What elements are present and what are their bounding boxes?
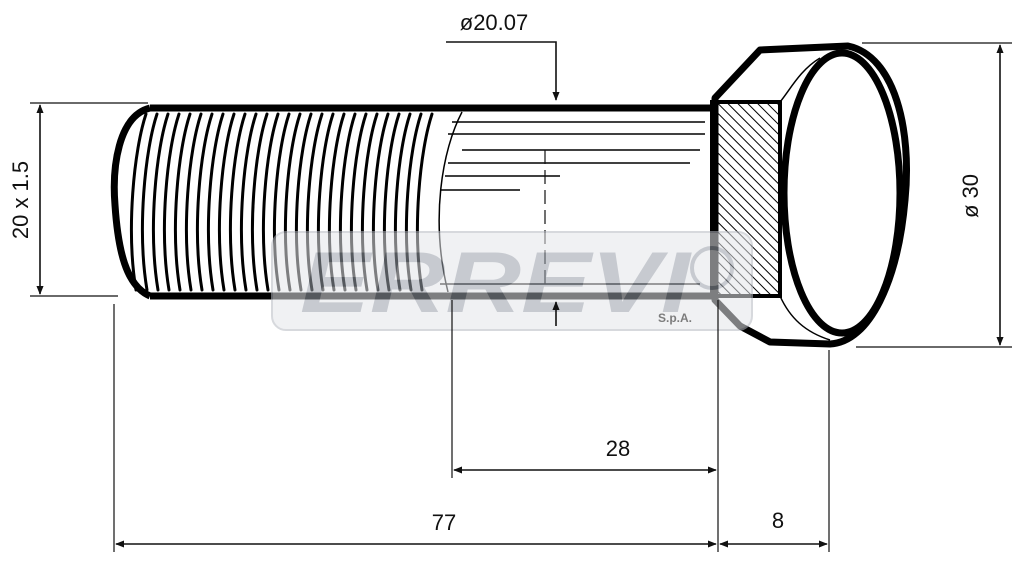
thread-groove (196, 112, 214, 292)
dimension-head-length: 8 (719, 350, 830, 552)
dimension-total-length: 77 (113, 304, 717, 552)
thread-groove (185, 112, 203, 292)
shank-diameter-label: ø20.07 (460, 10, 529, 35)
dimension-knurl-length: 28 (451, 300, 719, 552)
thread-groove (130, 112, 148, 292)
watermark-brand: ERREVI (300, 235, 693, 331)
thread-groove (152, 112, 170, 292)
total-length-label: 77 (432, 510, 456, 535)
head-outline (711, 42, 911, 348)
thread-groove (229, 112, 247, 292)
thread-groove (207, 112, 225, 292)
thread-groove (262, 112, 280, 292)
thread-groove (251, 112, 269, 292)
thread-groove (141, 112, 159, 292)
thread-groove (174, 112, 192, 292)
thread-groove (163, 112, 181, 292)
thread-end (110, 104, 152, 300)
dimension-head-diameter: ø 30 (856, 42, 1012, 348)
head-length-label: 8 (772, 508, 784, 533)
head-diameter-label: ø 30 (958, 174, 983, 218)
registered-icon (690, 246, 734, 290)
thread-groove (218, 112, 236, 292)
head-face (780, 49, 904, 337)
watermark-panel (271, 231, 753, 331)
knurl-length-label: 28 (606, 436, 630, 461)
watermark: ERREVI S.p.A. (271, 231, 753, 331)
dimension-shank-diameter: ø20.07 (446, 10, 560, 326)
thread-groove (240, 112, 258, 292)
thread-size-label: 20 x 1.5 (8, 161, 33, 239)
dimension-thread: 20 x 1.5 (8, 102, 148, 297)
watermark-suffix: S.p.A. (658, 311, 692, 325)
